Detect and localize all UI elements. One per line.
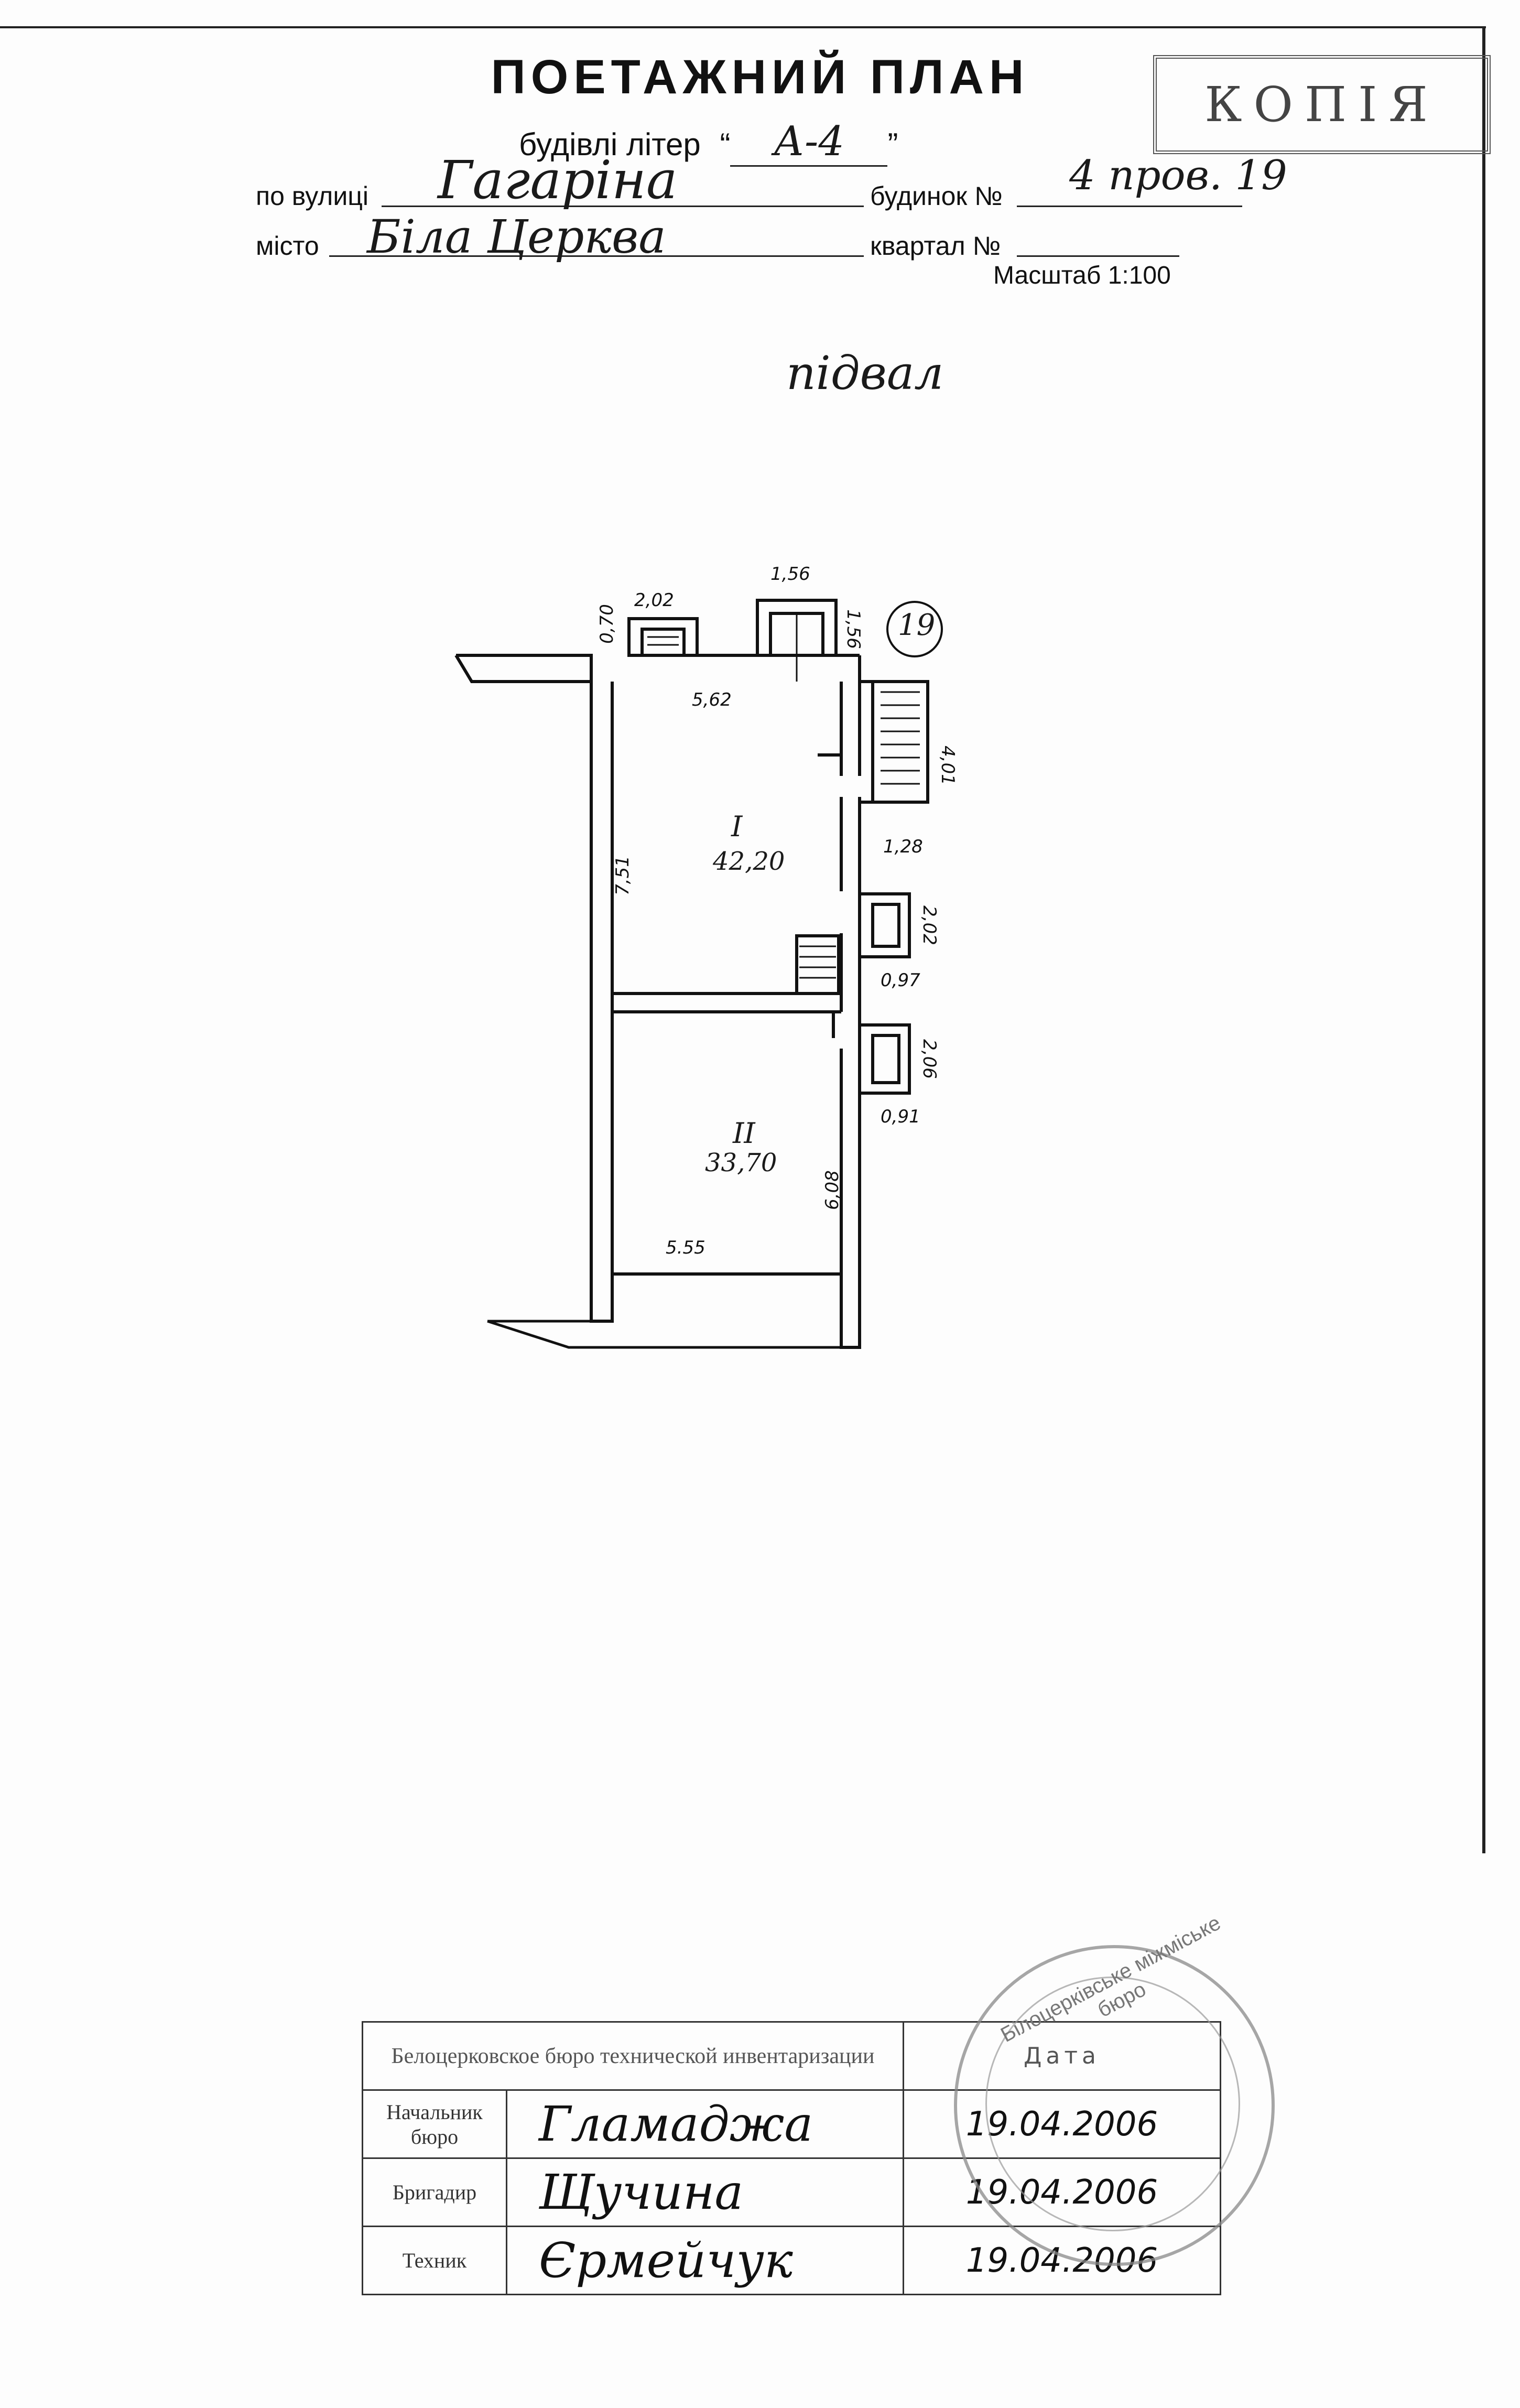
city-value: Біла Церква — [367, 210, 666, 264]
street-value: Гагаріна — [438, 149, 678, 211]
floor-label: підвал — [786, 346, 944, 400]
dim-stair-right-w: 1,28 — [883, 836, 923, 857]
dim-pit2-w: 0,91 — [881, 1106, 920, 1127]
litera-line: будівлі літер “А-4” — [519, 118, 898, 167]
signature: Гламаджа — [506, 2089, 904, 2159]
city-underline — [329, 255, 864, 257]
role-label: Начальник бюро — [362, 2089, 507, 2159]
house-value: 4 пров. 19 — [1069, 152, 1287, 199]
street-label: по вулиці — [256, 181, 368, 211]
dim-pit2-h: 2,06 — [918, 1039, 940, 1079]
block-underline — [1017, 255, 1179, 257]
copy-stamp: КОПІЯ — [1153, 55, 1491, 154]
scale-label: Масштаб 1:100 — [993, 262, 1171, 289]
dim-entry-left-h: 0,70 — [596, 604, 617, 644]
street-underline — [382, 206, 864, 207]
city-label: місто — [256, 231, 319, 261]
signature: Єрмейчук — [506, 2226, 904, 2295]
dim-bottom-width: 5.55 — [666, 1237, 705, 1258]
room-1-number: I — [731, 810, 743, 843]
frame-right-line — [1482, 26, 1485, 1853]
dim-room2-height: 6,08 — [821, 1170, 843, 1210]
house-label: будинок № — [870, 181, 1003, 211]
round-seal-inner — [985, 1977, 1240, 2231]
litera-label: будівлі літер — [519, 127, 701, 162]
document-title: ПОЕТАЖНИЙ ПЛАН — [491, 50, 1029, 104]
frame-top-line — [0, 26, 1486, 28]
room-2-number: II — [733, 1117, 755, 1150]
dim-entry-top-h: 1,56 — [842, 609, 864, 649]
dim-top-width: 5,62 — [692, 689, 732, 710]
house-underline — [1017, 206, 1242, 207]
room-2-area: 33,70 — [705, 1148, 777, 1178]
role-label: Техник — [362, 2226, 507, 2295]
block-label: квартал № — [870, 231, 1001, 261]
dim-pit1-h: 2,02 — [918, 905, 940, 945]
round-seal — [954, 1945, 1275, 2266]
dim-left-height: 7,51 — [612, 856, 633, 895]
litera-value: А-4 — [730, 118, 888, 167]
bureau-name: Белоцерковское бюро технической инвентар… — [362, 2021, 904, 2091]
section-number: 19 — [898, 608, 936, 642]
role-label: Бригадир — [362, 2157, 507, 2227]
dim-entry-left-w: 2,02 — [634, 590, 674, 611]
room-1-area: 42,20 — [713, 847, 785, 876]
signature: Щучина — [506, 2157, 904, 2227]
dim-pit1-w: 0,97 — [881, 970, 920, 991]
dim-stair-right-h: 4,01 — [937, 746, 958, 785]
dim-entry-top-w: 1,56 — [770, 564, 810, 585]
